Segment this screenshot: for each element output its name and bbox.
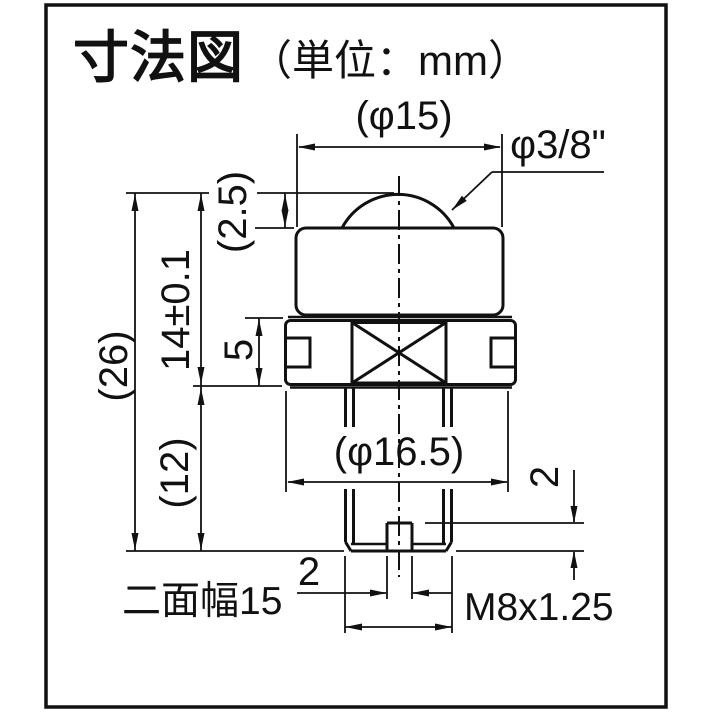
stem-chamfer bbox=[444, 541, 453, 552]
dim-dome-height: (2.5) bbox=[211, 170, 255, 254]
dim-body-height: 14±0.1 bbox=[154, 248, 198, 372]
stem-chamfer bbox=[344, 541, 353, 552]
dim-ball-diameter: (φ15) bbox=[355, 94, 453, 138]
drawing-title: 寸法図 bbox=[73, 26, 244, 89]
dim-flange-height: 5 bbox=[217, 338, 261, 362]
label-width-across-flats: 二面幅15 bbox=[122, 580, 283, 623]
drawing-frame bbox=[44, 3, 668, 709]
dim-flange-diameter: (φ16.5) bbox=[333, 430, 465, 474]
left-notch bbox=[286, 336, 312, 369]
drawing-unit-note: （単位：mm） bbox=[250, 37, 530, 84]
dim-stem-length: (12) bbox=[153, 437, 197, 509]
part-outline bbox=[284, 193, 517, 553]
dim-slot-width: 2 bbox=[297, 550, 321, 594]
right-notch bbox=[489, 336, 515, 369]
label-thread-spec: M8x1.25 bbox=[464, 586, 614, 629]
dimension-arrows bbox=[131, 143, 578, 631]
dim-slot-depth: 2 bbox=[523, 465, 567, 489]
dim-ball-inch: φ3/8" bbox=[510, 123, 606, 167]
dim-total-height: (26) bbox=[92, 330, 136, 402]
